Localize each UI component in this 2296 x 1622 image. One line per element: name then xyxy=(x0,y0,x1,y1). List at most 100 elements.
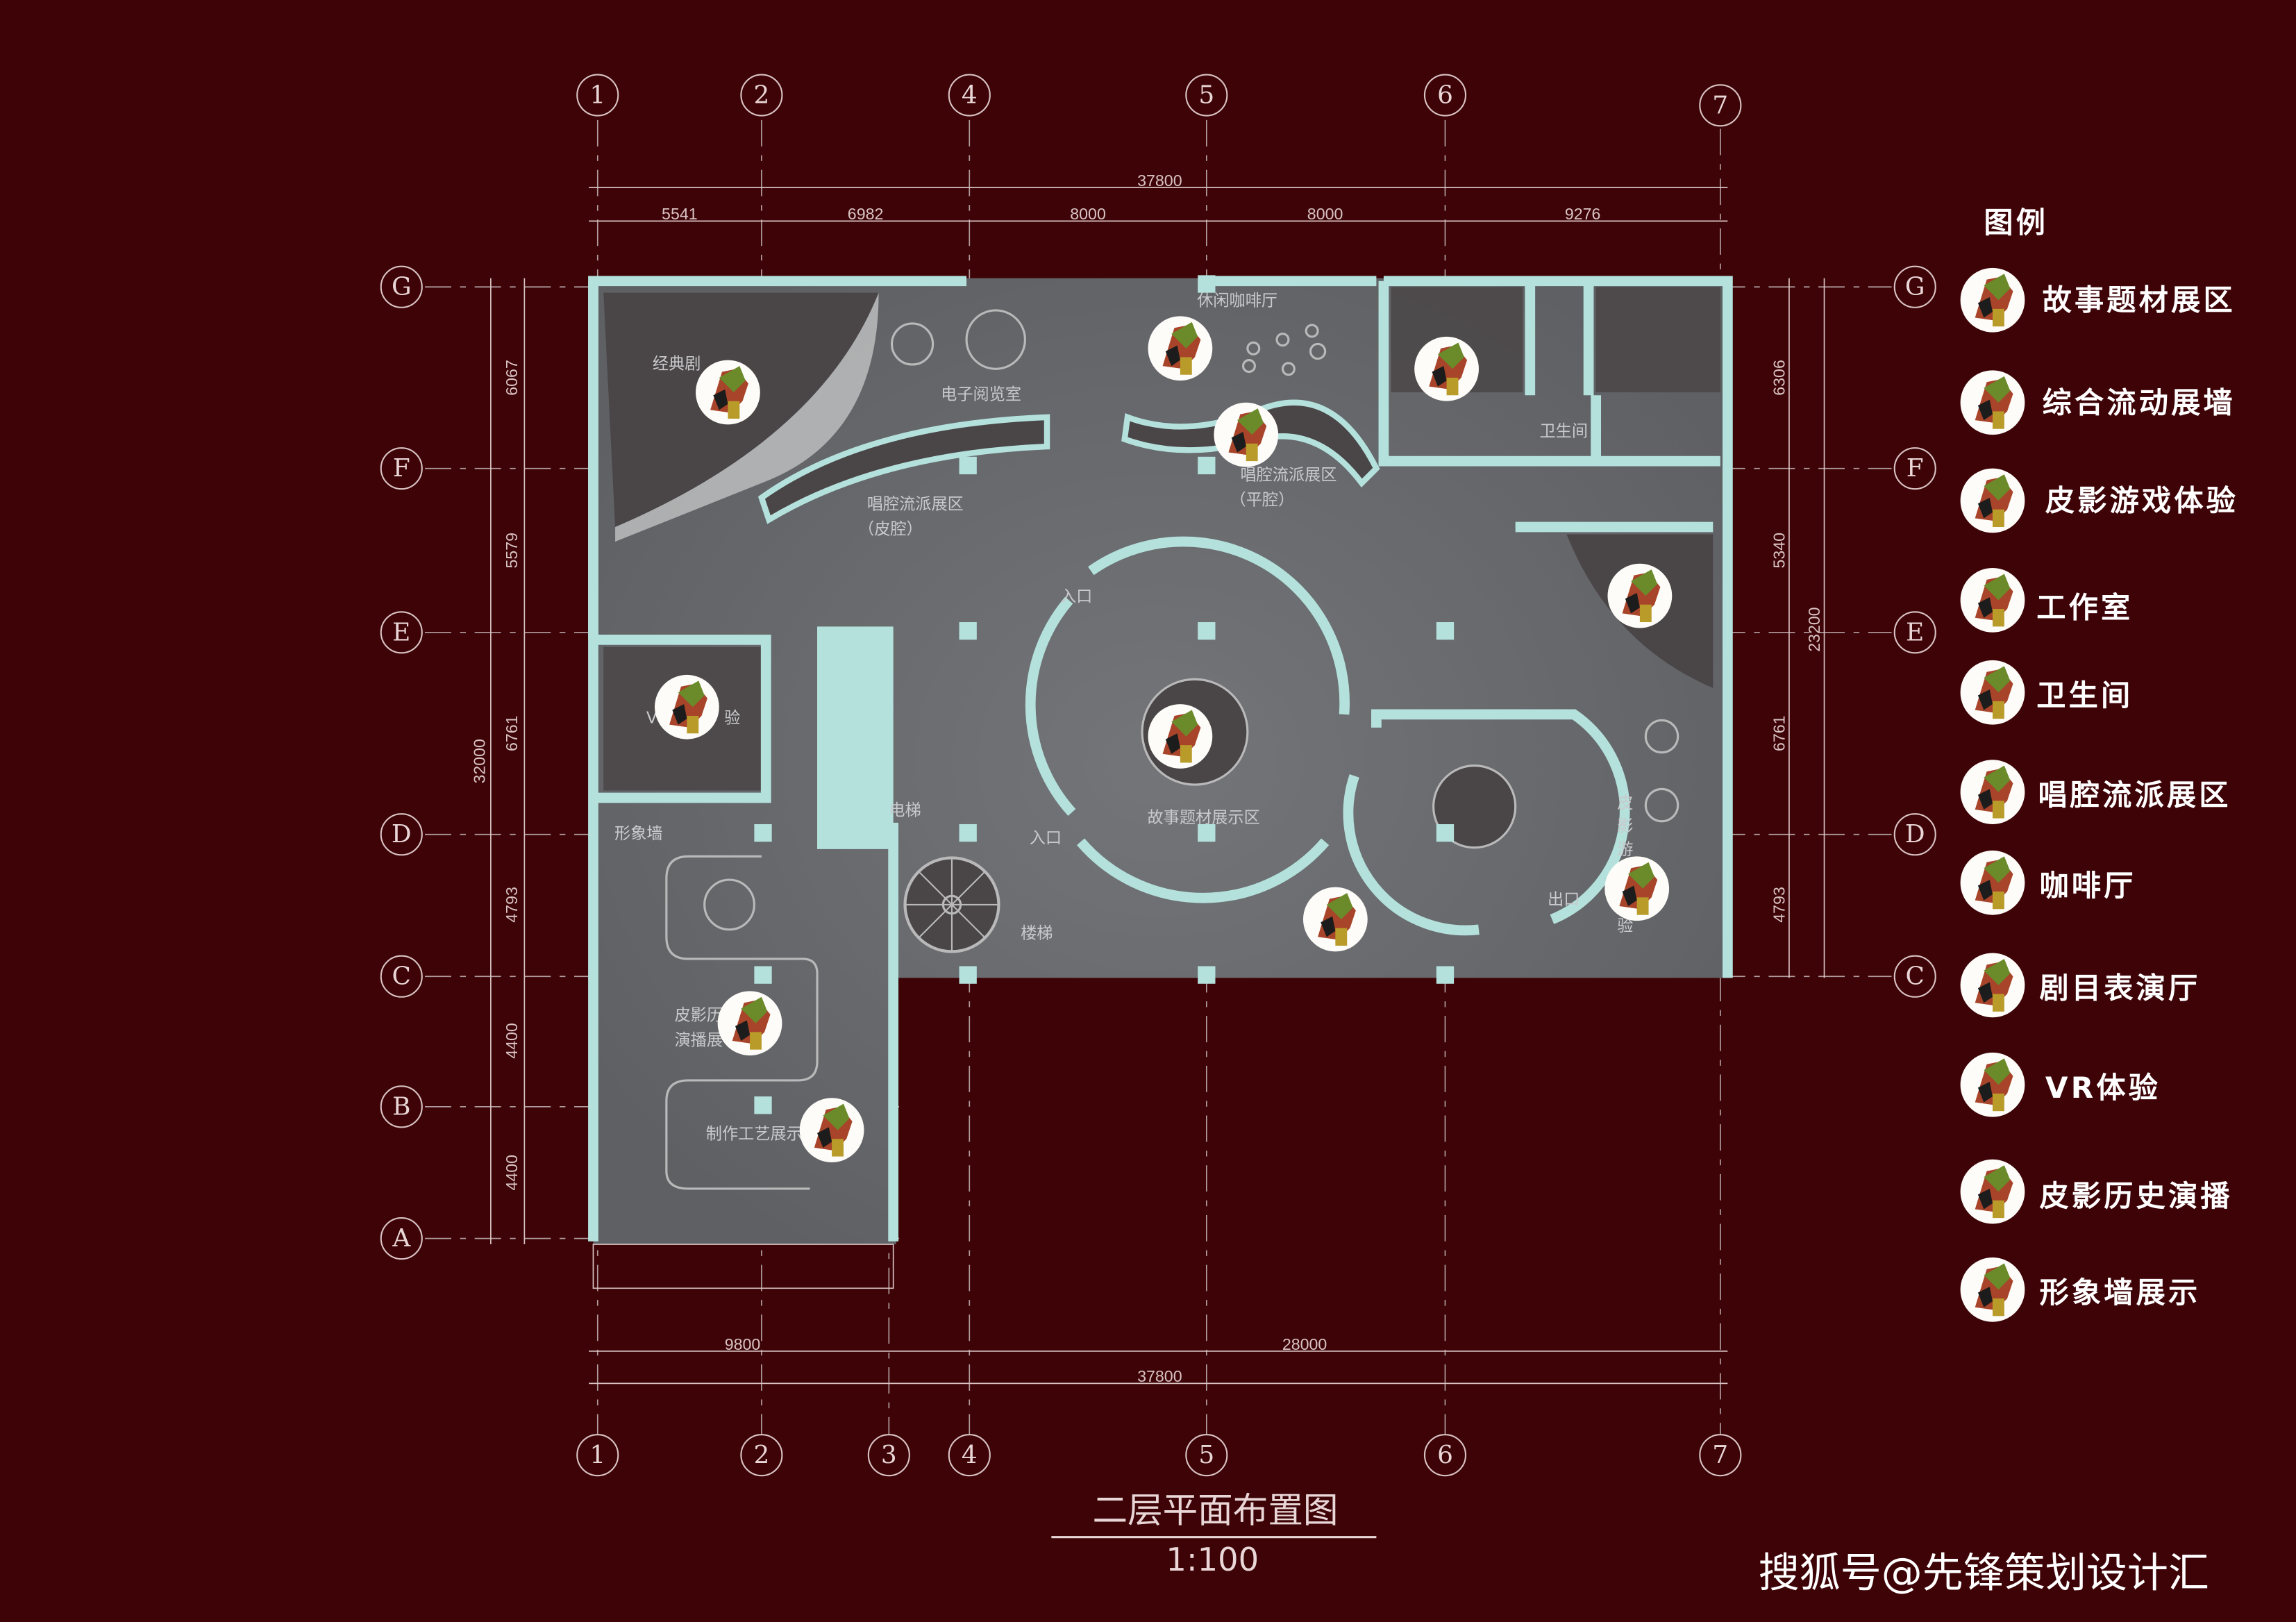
label-history-1: 皮影历 xyxy=(674,1005,723,1024)
label-singing-pi: 唱腔流派展区 xyxy=(867,495,964,514)
puppet-icon xyxy=(1960,1052,2025,1117)
puppet-icon xyxy=(1960,850,2025,915)
columns xyxy=(754,275,1455,1114)
puppet-icon xyxy=(1960,370,2025,435)
axis-bottom-4: 4 xyxy=(962,1441,978,1469)
elevator-shaft xyxy=(817,626,894,849)
label-singing-ping-sub: （平腔） xyxy=(1230,490,1295,509)
axis-left-E: E xyxy=(392,618,410,646)
dim-left-total: 32000 xyxy=(470,739,488,783)
dim-top-2: 6982 xyxy=(848,205,884,223)
west-wing: 形象墙 皮影历 演播展 制作工艺展示 xyxy=(614,824,819,1190)
label-exit: 出口 xyxy=(1548,890,1579,909)
dimensions: 37800 5541 6982 8000 8000 9276 9800 2800… xyxy=(470,172,1825,1385)
label-game-3: 游 xyxy=(1617,840,1633,859)
axis-bubbles: 1 2 4 5 6 7 1 2 3 4 5 6 7 G F E D C B A … xyxy=(380,74,1936,1477)
legend-item: 剧目表演厅 xyxy=(1960,953,2200,1018)
label-game-4: 验 xyxy=(1617,917,1633,935)
axis-left-C: C xyxy=(392,962,411,991)
legend-label: 综合流动展墙 xyxy=(2043,385,2236,419)
axis-top-6: 6 xyxy=(1437,81,1453,110)
drawing-title: 二层平面布置图 xyxy=(1092,1490,1338,1531)
legend-item: 形象墙展示 xyxy=(1960,1257,2197,1322)
spiral-stairs xyxy=(903,856,1000,953)
dim-top-3: 8000 xyxy=(1070,205,1106,223)
label-vr-end: 验 xyxy=(724,709,740,728)
legend-label: 故事题材展区 xyxy=(2043,283,2236,317)
puppet-icon xyxy=(1960,660,2025,725)
label-vr-v: V xyxy=(646,709,657,728)
legend-label: 咖啡厅 xyxy=(2039,869,2136,903)
axis-bottom-3: 3 xyxy=(881,1441,897,1469)
legend-label: VR体验 xyxy=(2045,1071,2161,1105)
label-entrance-top: 入口 xyxy=(1060,587,1092,606)
axis-right-F: F xyxy=(1907,454,1924,483)
label-game-1: 皮 xyxy=(1617,794,1633,812)
label-game-2: 影 xyxy=(1617,817,1633,836)
dim-top-total: 37800 xyxy=(1137,172,1182,190)
axis-left-G: G xyxy=(392,273,412,301)
puppet-icon xyxy=(1960,953,2025,1018)
legend-item: 皮影历史演播 xyxy=(1960,1159,2229,1224)
dim-right-1: 6306 xyxy=(1770,360,1788,396)
axis-left-B: B xyxy=(392,1092,410,1121)
label-image-wall: 形象墙 xyxy=(614,824,663,843)
axis-top-5: 5 xyxy=(1198,81,1214,110)
axis-bottom-6: 6 xyxy=(1437,1441,1453,1469)
label-ereading: 电子阅览室 xyxy=(941,385,1021,404)
dim-bottom-1: 9800 xyxy=(725,1335,761,1353)
label-singing-ping: 唱腔流派展区 xyxy=(1240,466,1336,485)
legend-label: 卫生间 xyxy=(2036,678,2133,712)
dim-left-5: 4400 xyxy=(503,1023,521,1059)
legend-title: 图例 xyxy=(1984,206,2048,240)
axis-right-C: C xyxy=(1906,962,1925,991)
dim-right-3: 6761 xyxy=(1770,715,1788,751)
play-zone: 出口 皮 影 游 验 xyxy=(1343,709,1679,936)
legend-label: 皮影游戏体验 xyxy=(2045,484,2238,518)
label-history-2: 演播展 xyxy=(674,1030,723,1049)
axis-bottom-2: 2 xyxy=(754,1441,770,1469)
label-stairs: 楼梯 xyxy=(1021,923,1053,942)
dim-left-3: 6761 xyxy=(503,715,521,751)
legend-item: 皮影游戏体验 xyxy=(1960,468,2238,533)
watermark: 搜狐号@先锋策划设计汇 xyxy=(1759,1548,2209,1596)
label-elevator: 电梯 xyxy=(889,801,921,819)
cafe-tables xyxy=(1241,324,1327,376)
label-cafe: 休闲咖啡厅 xyxy=(1197,292,1277,310)
legend: 图例 故事题材展区 综合流动展墙 皮影游戏体验 工作室 卫生间 唱腔流派展区 咖… xyxy=(1960,206,2238,1322)
legend-item: 卫生间 xyxy=(1960,660,2133,725)
label-theater: 经典剧 xyxy=(653,354,701,373)
dim-right-4: 4793 xyxy=(1770,887,1788,923)
legend-item: 故事题材展区 xyxy=(1960,267,2236,333)
axis-left-F: F xyxy=(393,454,410,483)
curved-wall-pi xyxy=(757,414,1050,524)
label-singing-pi-sub: （皮腔） xyxy=(858,520,923,539)
stair-landing xyxy=(592,1244,894,1289)
dim-bottom-2: 28000 xyxy=(1282,1335,1327,1353)
legend-item: 工作室 xyxy=(1960,568,2133,633)
puppet-icon xyxy=(1960,568,2025,633)
label-restroom: 卫生间 xyxy=(1539,421,1588,440)
axis-bottom-1: 1 xyxy=(589,1441,605,1469)
dim-right-2: 5340 xyxy=(1770,533,1788,569)
dim-top-4: 8000 xyxy=(1307,205,1343,223)
axis-left-A: A xyxy=(392,1224,411,1253)
axis-top-2: 2 xyxy=(754,81,770,110)
axis-left-D: D xyxy=(392,820,412,848)
label-entrance-bottom: 入口 xyxy=(1030,828,1062,847)
dim-left-1: 6067 xyxy=(503,360,521,396)
legend-item: 综合流动展墙 xyxy=(1960,370,2236,435)
drawing-scale: 1:100 xyxy=(1166,1541,1259,1578)
label-craft: 制作工艺展示 xyxy=(706,1124,803,1143)
axis-top-4: 4 xyxy=(962,81,978,110)
dim-top-1: 5541 xyxy=(662,205,698,223)
label-story-zone: 故事题材展示区 xyxy=(1147,808,1259,827)
axis-right-G: G xyxy=(1905,273,1925,301)
legend-label: 剧目表演厅 xyxy=(2039,971,2200,1005)
legend-label: 工作室 xyxy=(2036,590,2133,624)
legend-item: 咖啡厅 xyxy=(1960,850,2136,915)
puppet-icon xyxy=(1960,760,2025,824)
dim-left-6: 4400 xyxy=(503,1155,521,1191)
axis-top-7: 7 xyxy=(1712,91,1728,119)
